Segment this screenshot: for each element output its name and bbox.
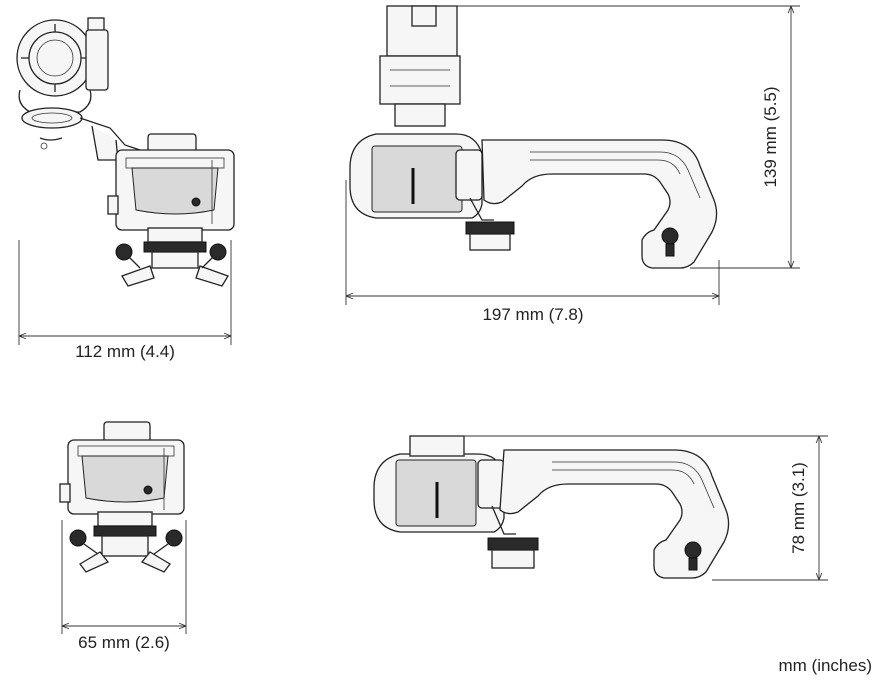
dimension-label-front-width: 112 mm (4.4) bbox=[75, 342, 175, 361]
dimension-side-height: 139 mm (5.5) bbox=[440, 5, 800, 269]
dimension-front-width: 112 mm (4.4) bbox=[18, 240, 232, 361]
dimension-side-width: 197 mm (7.8) bbox=[345, 180, 720, 324]
side-view-without-holder bbox=[373, 435, 730, 579]
front-view-with-holder bbox=[16, 17, 235, 287]
dimension-label-side-height: 139 mm (5.5) bbox=[761, 86, 780, 187]
dimension-side-height-no-holder: 78 mm (3.1) bbox=[440, 435, 828, 581]
front-view-without-holder bbox=[59, 421, 185, 573]
dimension-label-side-width: 197 mm (7.8) bbox=[482, 305, 583, 324]
dimension-label-front-width-no-holder: 65 mm (2.6) bbox=[78, 633, 170, 652]
dimension-label-side-height-no-holder: 78 mm (3.1) bbox=[789, 462, 808, 554]
units-note: mm (inches) bbox=[778, 656, 872, 675]
side-view-with-holder bbox=[349, 5, 718, 269]
dimension-front-width-no-holder: 65 mm (2.6) bbox=[61, 520, 187, 652]
